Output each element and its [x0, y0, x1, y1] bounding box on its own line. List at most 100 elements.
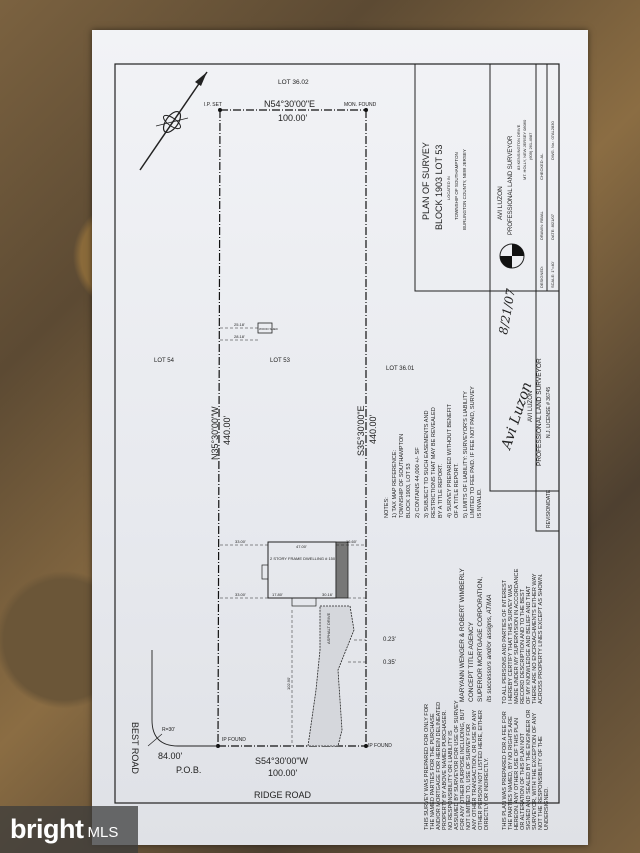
distance-south: 100.00'	[268, 768, 298, 778]
bearing-north: N54°30'00"E	[264, 99, 315, 109]
surveyor-logo-icon	[499, 243, 525, 269]
pob-label: P.O.B.	[176, 765, 201, 775]
phone: (609) 261-4987	[528, 132, 533, 160]
disclaimer-line: UNDERSIGNED.	[544, 787, 550, 830]
ip-set-marker	[218, 108, 222, 112]
surveyor-title: PROFESSIONAL LAND SURVEYOR	[508, 135, 514, 235]
disclaimer-left: THIS SURVEY WAS PREPARED FOR ONLY FOR TH…	[424, 700, 490, 830]
disclaimer-line: FOR ANY OTHER PURPOSE INCLUDING, BUT	[460, 708, 466, 830]
note-line: IS INVALID.	[477, 488, 483, 518]
offset-2: 0.35'	[383, 660, 396, 666]
pob-distance: 84.00'	[158, 751, 183, 761]
disclaimer-line: RECORD DESCRIPTION AND TO THE BEST	[520, 588, 526, 704]
dim-3016: 30.16'	[322, 592, 333, 597]
lot-north-label: LOT 36.02	[278, 79, 309, 86]
scale-label: SCALE: 1"=40'	[550, 261, 555, 288]
note-line: 3) SUBJECT TO SUCH EASEMENTS AND	[424, 410, 430, 518]
bright-mls-watermark: bright MLS	[0, 806, 138, 853]
license: N.J. LICENSE # 36745	[546, 387, 552, 438]
disclaimer-line: SURVEYOR, WITH THE EXCEPTION OF ANY	[532, 712, 538, 830]
note-line: 1) TAX MAP REFERENCE:	[392, 449, 398, 518]
ip-set-label: I.P. SET	[204, 102, 222, 108]
sig-name: AVI LUZON	[528, 391, 534, 422]
drawn-label: DRAWN: RB/AL	[539, 210, 544, 240]
survey-labels: LOT 36.02 I.P. SET MON. FOUND N54°30'00"…	[130, 79, 555, 830]
bearing-south: S54°30'00"W	[255, 756, 309, 766]
north-arrow-icon	[139, 71, 208, 171]
dim-17: 17.80'	[272, 592, 283, 597]
date-label: DATE: 8/21/07	[550, 213, 555, 240]
plan-title: PLAN OF SURVEY	[421, 142, 431, 220]
disclaimer-line: SIGNED AND SEALED BY THE ENGINEER OR	[526, 710, 532, 830]
certify-line: CONCEPT TITLE AGENCY	[468, 621, 475, 702]
asphalt-label: ASPHALT DRIVE	[326, 612, 331, 644]
distance-west: 440.00'	[222, 415, 232, 445]
dim-102: 102.90'	[286, 677, 291, 690]
road-west-label: BEST ROAD	[130, 722, 140, 774]
address-1: 83 KENSINGTON DRIVE	[516, 124, 521, 170]
note-line: LIMITED TO FEE PAID. IF FEE NOT PAID, SU…	[470, 386, 476, 518]
offset-1: 0.23'	[383, 637, 396, 643]
distance-east: 440.00'	[368, 414, 378, 444]
dim-33: 33.00'	[235, 539, 246, 544]
disclaimer-line: NO RESPONSIBILITY OR LIABILITY IS	[448, 730, 454, 830]
address-2: MT. HOLLY, NEW JERSEY 08060	[522, 119, 527, 180]
note-line: BY A TITLE REPORT.	[438, 463, 444, 518]
bearing-east: S35°30'00"E	[356, 405, 366, 456]
dwelling-label: 2 STORY FRAME DWELLING # 150	[270, 556, 336, 561]
dim-2818: 28.18'	[234, 334, 245, 339]
note-line: 5) LIMITS OF LIABILITY: SURVEYOR'S LIABI…	[463, 391, 469, 518]
disclaimer-line: ASSUMED BY SURVEYOR FOR USE OF SURVEY	[454, 700, 460, 830]
dim-47: 47.00'	[296, 544, 307, 549]
note-line: 4) SURVEY PREPARED WITHOUT BENEFIT	[447, 403, 453, 518]
disclaimer-line: PROPERTY BY ABOVE NAMED PURCHASER.	[442, 710, 448, 830]
disclaimer-line: AND/OR MORTGAGE FOR HEREIN DELINEATED	[436, 702, 442, 830]
road-corner	[151, 650, 218, 747]
certify-line: its successors and/or assigns, ATIMA	[486, 594, 493, 702]
designed-label: DESIGNED:	[539, 266, 544, 288]
title-block	[414, 63, 560, 532]
disclaimer-line: TO ALL PERSONS AND PARTIES OF INTEREST	[502, 579, 508, 704]
disclaimer-line: I HEREBY CERTIFY THAT THIS SURVEY WAS	[508, 584, 514, 704]
survey-document: LOT 36.02 I.P. SET MON. FOUND N54°30'00"…	[92, 30, 588, 845]
disclaimer-line: THIS PLAN WAS PREPARED FOR A FEE FOR	[502, 711, 508, 830]
disclaimer-line: THE PARTIES NAMED, BY NO RIGHTS ARE	[508, 716, 514, 830]
ip-found-left-label: IP FOUND	[222, 737, 246, 743]
disclaimer-line: THERE ARE NO ENCROACHMENTS EITHER WAY	[532, 573, 538, 704]
notes-block: NOTES: 1) TAX MAP REFERENCE: TOWNSHIP OF…	[384, 386, 483, 518]
revision-label: REVISION/DATE	[546, 489, 552, 528]
disclaimer-bottom: THIS PLAN WAS PREPARED FOR A FEE FOR THE…	[502, 710, 550, 830]
block-lot: BLOCK 1903 LOT 53	[434, 145, 444, 230]
surveyor-name: AVI LUZON	[497, 186, 504, 220]
dwg-label: DWG. No.: 07AL2830	[550, 121, 555, 160]
wood-shed-label: WOOD SHED	[259, 327, 279, 331]
disclaimer-line: OR ALTERATION OF THIS PLAN NOT	[520, 732, 526, 830]
lot-west-label: LOT 54	[154, 358, 175, 364]
watermark-brand: bright	[10, 814, 84, 844]
disclaimer-line: NOT THE RESPONSIBILITY OF THE	[538, 736, 544, 830]
lot-center-label: LOT 53	[270, 358, 291, 364]
mon-found-label: MON. FOUND	[344, 102, 377, 108]
note-line: OF A TITLE REPORT.	[454, 463, 460, 518]
township: TOWNSHIP OF SOUTHAMPTON	[454, 152, 459, 220]
note-line: TOWNSHIP OF SOUTHAMPTON	[399, 434, 405, 518]
certify-line: MARYANN WENGER & ROBERT WIMBERLY	[459, 568, 466, 702]
sig-title: PROFESSIONAL LAND SURVEYOR	[536, 358, 543, 466]
dim-2518: 25.18'	[234, 322, 245, 327]
checked-label: CHECKED: AL	[539, 153, 544, 180]
disclaimer-line: OF MY KNOWLEDGE AND BELIEF AND THAT	[526, 585, 532, 704]
asphalt-driveway	[307, 605, 355, 747]
dim-33b: 33.00'	[235, 592, 246, 597]
mon-found-marker	[364, 108, 368, 112]
county: BURLINGTON COUNTY, NEW JERSEY	[462, 149, 467, 230]
disclaimer-line: ANY OTHER TRANSACTION, OR USE BY ANY	[472, 709, 478, 830]
disclaimer-line: THE NAMED PARTIES FOR THE PURCHASE	[430, 713, 436, 830]
disclaimer-line: NOT LIMITED TO, USE OF SURVEY FOR	[466, 724, 472, 830]
located-in: LOCATED IN	[446, 176, 451, 200]
signature-date: 8/21/07	[496, 287, 518, 335]
certify-block: MARYANN WENGER & ROBERT WIMBERLY CONCEPT…	[459, 568, 493, 702]
disclaimer-line: ACROSS PROPERTY LINES EXCEPT AS SHOWN.	[538, 573, 544, 704]
survey-drawing	[114, 63, 560, 804]
ip-found-right-marker	[364, 744, 368, 748]
note-line: 2) CONTAINS 44,000 +/- SF	[415, 447, 421, 518]
